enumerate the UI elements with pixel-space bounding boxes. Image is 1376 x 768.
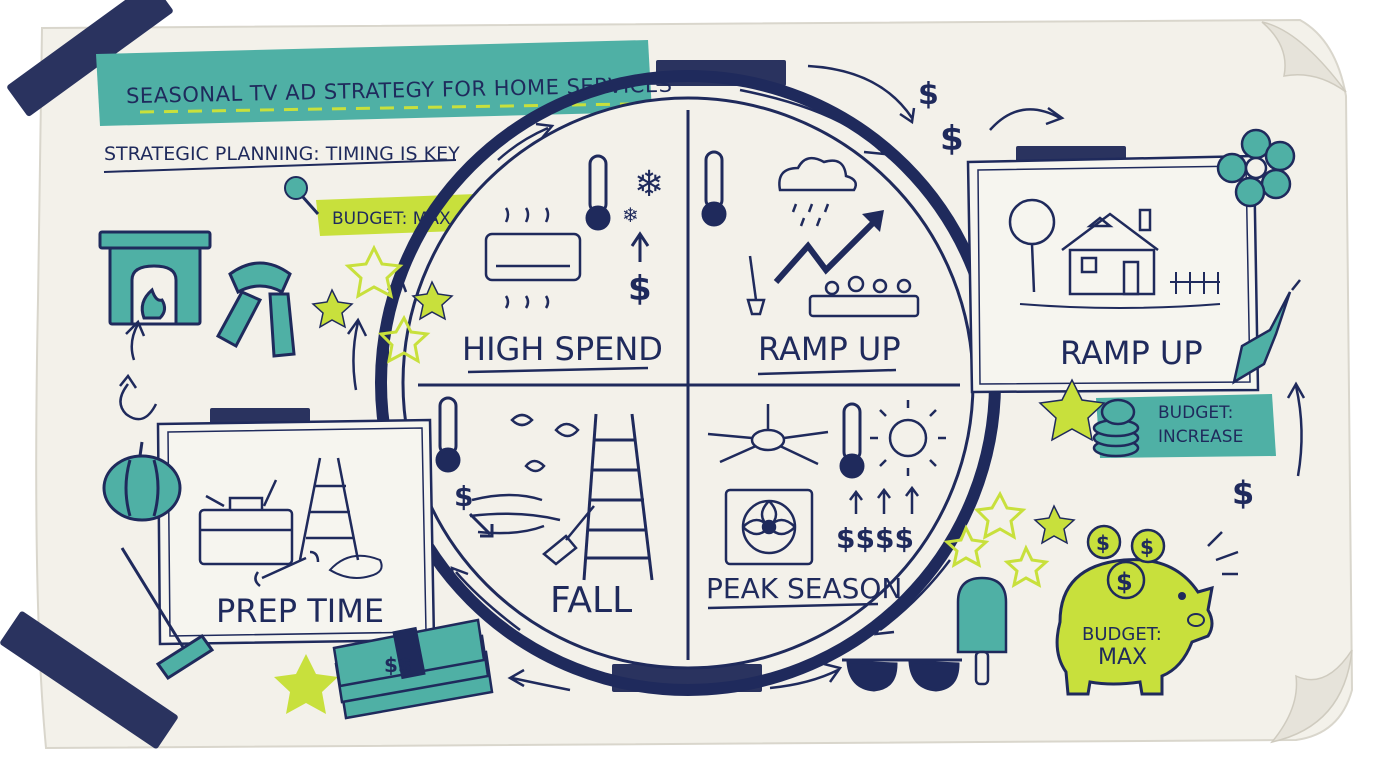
shovel-icon xyxy=(746,255,766,316)
piggy-coin-dollar-2: $ xyxy=(1140,535,1154,559)
fall-thermometer-icon xyxy=(435,396,461,473)
wind-leaves-icon xyxy=(469,413,580,535)
growth-arrow-head xyxy=(862,210,884,232)
fireplace-icon xyxy=(98,230,212,326)
right-card-frame xyxy=(977,165,1251,385)
dollar-float-3: $ xyxy=(1232,474,1254,512)
ring-arrow-top-left xyxy=(497,126,549,161)
growth-arrow-icon xyxy=(773,213,883,284)
winter-ac-unit-icon xyxy=(484,207,582,309)
fall-down-arrow-icon xyxy=(468,512,494,538)
ring-arrow-top-head xyxy=(863,137,888,156)
curl-bottom-right xyxy=(1270,649,1353,744)
card-right-label: RAMP UP xyxy=(1060,334,1203,372)
tape-top-left xyxy=(7,0,173,117)
toolbox-icon xyxy=(198,479,294,566)
quadrant-winter-label: HIGH SPEND xyxy=(462,330,663,368)
piggy-coins-icon xyxy=(1086,524,1166,600)
piggy-coin-dollar-3: $ xyxy=(1116,568,1133,596)
snowflake-icon: ❄ xyxy=(634,164,664,205)
ring-arrow-bottom-left-head xyxy=(450,566,469,587)
cash-dollar-label: $$ xyxy=(384,653,412,677)
subtitle-underline xyxy=(103,159,457,173)
budget-increase-line2: INCREASE xyxy=(1158,427,1243,447)
ring-arrow-top-left-head xyxy=(535,122,555,139)
star-cluster-right xyxy=(943,378,1106,589)
dollar-float-1: $ xyxy=(918,77,939,112)
sun-icon xyxy=(870,400,946,476)
arrow-top-swirl xyxy=(807,64,916,125)
push-pin-icon xyxy=(284,176,320,215)
winter-dollar-label: $ xyxy=(628,269,652,309)
rake-icon xyxy=(120,547,215,681)
spring-thermometer-icon xyxy=(701,150,727,227)
cash-stack-icon xyxy=(332,618,494,720)
budget-increase-line1: BUDGET: xyxy=(1158,403,1233,423)
curl-top-right xyxy=(1261,21,1347,93)
summer-thermometer-icon xyxy=(839,402,865,479)
quadrant-spring-label: RAMP UP xyxy=(758,330,901,368)
winter-up-arrow-icon xyxy=(630,231,650,262)
quadrant-summer-label: PEAK SEASON xyxy=(706,572,902,605)
ring-arrow-left-head xyxy=(387,273,408,293)
rain-cloud-icon xyxy=(778,156,857,227)
snowflake-small-icon: ❄ xyxy=(622,203,639,227)
page-subtitle: STRATEGIC PLANNING: TIMING IS KEY xyxy=(104,143,460,165)
tape-bottom-left xyxy=(0,611,178,749)
arrow-to-card xyxy=(989,106,1065,131)
ring-arrow-bottom-right xyxy=(879,559,951,631)
arrow-mid-up xyxy=(346,317,368,391)
summer-up-arrows-icon xyxy=(849,485,919,514)
coin-stack-icon xyxy=(1092,398,1140,458)
arrow-left-curl xyxy=(119,373,158,421)
winter-thermometer-icon xyxy=(585,154,611,231)
fall-dollar-label: $ xyxy=(454,480,473,513)
ceiling-fan-icon xyxy=(707,404,829,466)
right-card xyxy=(966,154,1260,394)
ring-arrow-bottom-left xyxy=(455,571,521,631)
ring-arrow-left xyxy=(386,279,400,361)
quadrant-fall-label: FALL xyxy=(550,580,632,621)
quadrant-summer-underline xyxy=(707,602,879,610)
piggy-label-line2: MAX xyxy=(1098,645,1147,670)
leaf-pile-icon xyxy=(328,554,383,579)
flower-icon xyxy=(1216,128,1296,208)
outdoor-ac-unit-icon xyxy=(724,488,814,566)
ring-arrow-bottom-right-head xyxy=(873,617,895,636)
wrench-icon xyxy=(254,550,320,587)
quadrant-spring-underline xyxy=(757,368,897,376)
piggy-bank-icon xyxy=(1055,558,1214,696)
house-icon xyxy=(1061,208,1159,296)
arrow-left-up xyxy=(125,319,146,361)
yard-fence-icon xyxy=(1019,272,1221,309)
arrow-bottom-center-right xyxy=(769,662,843,690)
summer-dollars-label: $$$$ xyxy=(836,522,914,555)
piggy-label-line1: BUDGET: xyxy=(1082,624,1162,645)
ring-arrow-top xyxy=(739,88,881,151)
arrow-right-loop xyxy=(1286,381,1306,477)
broom-icon xyxy=(542,505,595,566)
star-bottom-left xyxy=(274,654,338,714)
tree-icon xyxy=(1008,198,1056,293)
arrow-bottom-center-left xyxy=(507,668,571,692)
card-left-label: PREP TIME xyxy=(216,592,384,630)
piggy-sparkle-icon xyxy=(1207,531,1239,576)
dollar-float-2: $ xyxy=(940,119,964,159)
ladder-icon xyxy=(582,413,654,581)
scarf-icon xyxy=(215,261,296,358)
budget-increase-tag xyxy=(1096,394,1276,458)
quadrant-winter-underline xyxy=(467,366,649,374)
trowel-icon xyxy=(1232,279,1301,385)
popsicle-icon xyxy=(956,576,1008,686)
star-cluster-left xyxy=(311,244,454,364)
sunglasses-icon xyxy=(842,658,962,692)
pumpkin-icon xyxy=(102,441,182,522)
piggy-coin-dollar-1: $ xyxy=(1096,531,1110,555)
stepladder-icon xyxy=(298,457,360,561)
garden-bed-icon xyxy=(808,275,920,318)
